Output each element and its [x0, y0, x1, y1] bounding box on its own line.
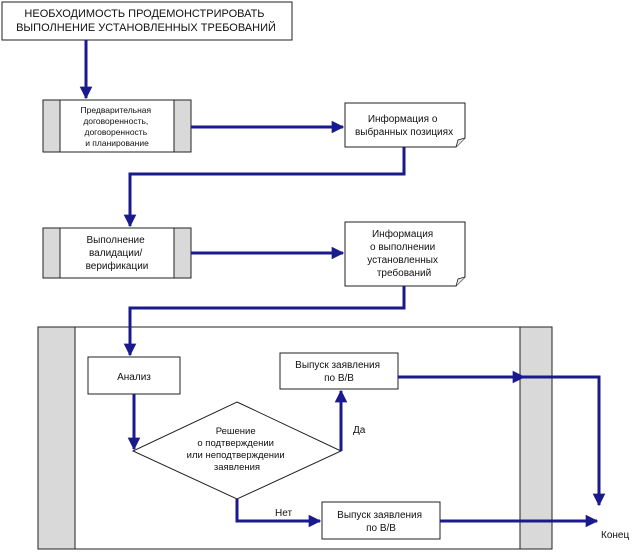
svg-text:Информация о выбранных п: Информация о выбранных позициях: [355, 113, 453, 138]
process-planning-line-2: договоренность,: [83, 116, 148, 126]
arrow-doc2-to-analysis: [123, 286, 406, 357]
process-planning-line-3: договоренность: [85, 127, 148, 137]
issue-no-line-1: Выпуск заявления: [337, 510, 422, 521]
process-planning: Предварительная договоренность, договоре…: [42, 99, 192, 153]
end-label: Конец: [601, 530, 629, 541]
arrow-doc1-to-validation: [123, 147, 406, 228]
svg-text:Информация о выполнении: Информация о выполнении установленных тр…: [367, 228, 441, 279]
svg-text:Выполнение валидации/: Выполнение валидации/ верификации: [86, 235, 149, 272]
analysis-node: Анализ: [87, 356, 181, 395]
document-requirements-info: Информация о выполнении установленных тр…: [344, 221, 466, 287]
process-validation: Выполнение валидации/ верификации: [42, 227, 192, 279]
decision-line-2: о подтверждении: [197, 438, 274, 449]
process-planning-line-1: Предварительная: [81, 105, 152, 115]
connectors: [79, 40, 606, 528]
start-line-2: ВЫПОЛНЕНИЕ УСТАНОВЛЕННЫХ ТРЕБОВАНИЙ: [16, 21, 276, 34]
arrow-decision-no: [235, 499, 322, 528]
document-selected-items-line-1: Информация о: [368, 113, 438, 125]
start-node: НЕОБХОДИМОСТЬ ПРОДЕМОНСТРИРОВАТЬ ВЫПОЛНЕ…: [1, 1, 293, 41]
edge-label-yes: Да: [353, 425, 366, 436]
document-requirements-line-2: о выполнении: [370, 242, 435, 253]
document-selected-items: Информация о выбранных позициях: [344, 102, 466, 148]
process-validation-line-2: валидации/: [89, 248, 142, 259]
document-requirements-line-4: требований: [377, 267, 431, 279]
edge-label-no: Нет: [275, 508, 292, 519]
svg-text:Выпуск заявления по В/В: Выпуск заявления по В/В: [337, 510, 425, 534]
svg-text:НЕОБХОДИМОСТЬ ПРОДЕМОНСТРИРОВА: НЕОБХОДИМОСТЬ ПРОДЕМОНСТРИРОВАТЬ ВЫПОЛНЕ…: [16, 8, 276, 34]
start-line-1: НЕОБХОДИМОСТЬ ПРОДЕМОНСТРИРОВАТЬ: [24, 8, 264, 20]
svg-text:Предварительная договоре: Предварительная договоренность, договоре…: [81, 105, 154, 148]
process-planning-line-4: и планирование: [85, 138, 149, 148]
document-requirements-line-3: установленных: [367, 255, 438, 266]
decision-line-3: или неподтверждении: [187, 450, 285, 461]
issue-statement-no-node: Выпуск заявления по В/В: [321, 501, 441, 540]
analysis-label: Анализ: [117, 372, 151, 383]
issue-yes-line-2: по В/В: [324, 373, 354, 384]
document-selected-items-line-2: выбранных позициях: [355, 126, 453, 138]
issue-no-line-2: по В/В: [366, 523, 396, 534]
arrow-to-end-vertical: [524, 375, 606, 507]
issue-statement-yes-node: Выпуск заявления по В/В: [279, 352, 399, 390]
document-requirements-line-1: Информация: [372, 228, 433, 240]
decision-line-1: Решение: [216, 426, 256, 437]
decision-line-4: заявления: [214, 462, 260, 473]
svg-text:Выпуск заявления по В/В: Выпуск заявления по В/В: [295, 360, 383, 384]
svg-text:Решение о подтверждении: Решение о подтверждении или неподтвержде…: [187, 426, 288, 473]
process-validation-line-1: Выполнение: [87, 235, 146, 246]
process-validation-line-3: верификации: [86, 260, 149, 272]
issue-yes-line-1: Выпуск заявления: [295, 360, 380, 371]
